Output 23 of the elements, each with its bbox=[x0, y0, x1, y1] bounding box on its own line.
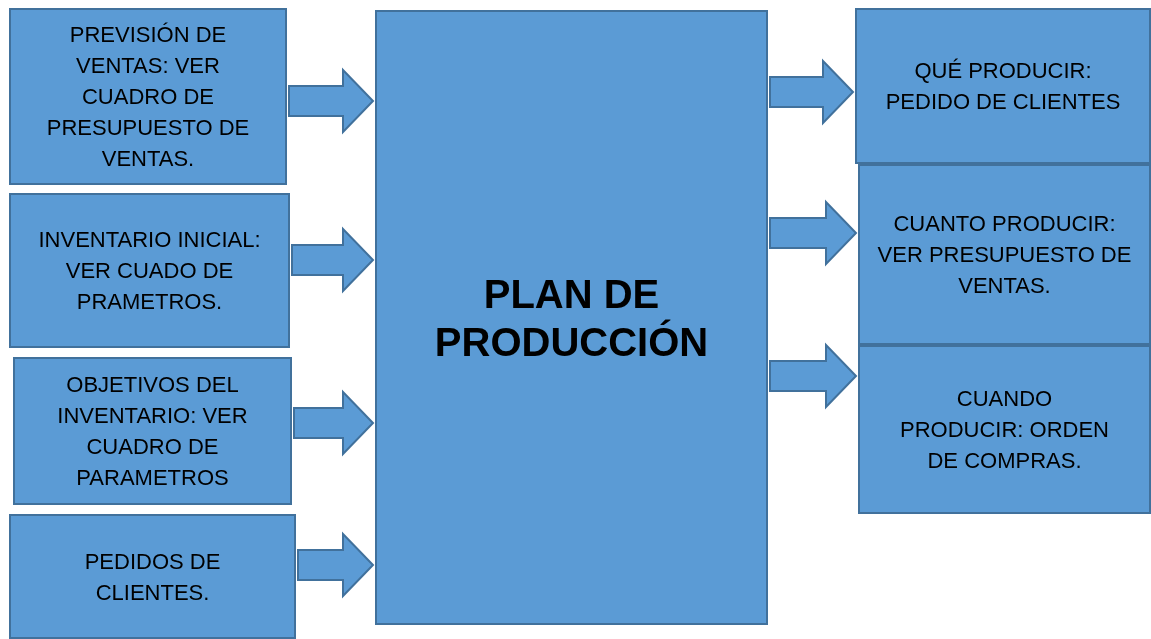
block-arrow bbox=[769, 58, 855, 126]
process-box bbox=[13, 357, 292, 505]
process-box bbox=[855, 8, 1151, 164]
process-box bbox=[9, 8, 287, 185]
block-arrow bbox=[293, 389, 375, 457]
main-process-box bbox=[375, 10, 768, 625]
process-box bbox=[9, 193, 290, 348]
box-label: CUANDO PRODUCIR: ORDEN DE COMPRAS. bbox=[899, 385, 1110, 475]
block-arrow bbox=[297, 531, 375, 599]
box-label: CUANTO PRODUCIR: VER PRESUPUESTO DE VENTAS. bbox=[876, 210, 1133, 300]
block-arrow bbox=[288, 67, 375, 135]
process-box bbox=[858, 345, 1151, 514]
process-box bbox=[9, 514, 296, 639]
box-label: PREVISIÓN DE VENTAS: VER CUADRO DE PRESUPUESTO DE VENTAS. bbox=[45, 21, 251, 173]
process-box bbox=[858, 164, 1151, 345]
box-label: PEDIDOS DE CLIENTES. bbox=[83, 547, 222, 607]
box-label: QUÉ PRODUCIR: PEDIDO DE CLIENTES bbox=[884, 57, 1122, 116]
box-label: PLAN DE PRODUCCIÓN bbox=[433, 270, 710, 366]
box-label: OBJETIVOS DEL INVENTARIO: VER CUADRO DE PARAMETROS bbox=[56, 371, 249, 492]
block-arrow bbox=[291, 226, 375, 294]
block-arrow bbox=[769, 342, 858, 410]
box-label: INVENTARIO INICIAL: VER CUADO DE PRAMETROS. bbox=[37, 226, 262, 316]
block-arrow bbox=[769, 199, 858, 267]
